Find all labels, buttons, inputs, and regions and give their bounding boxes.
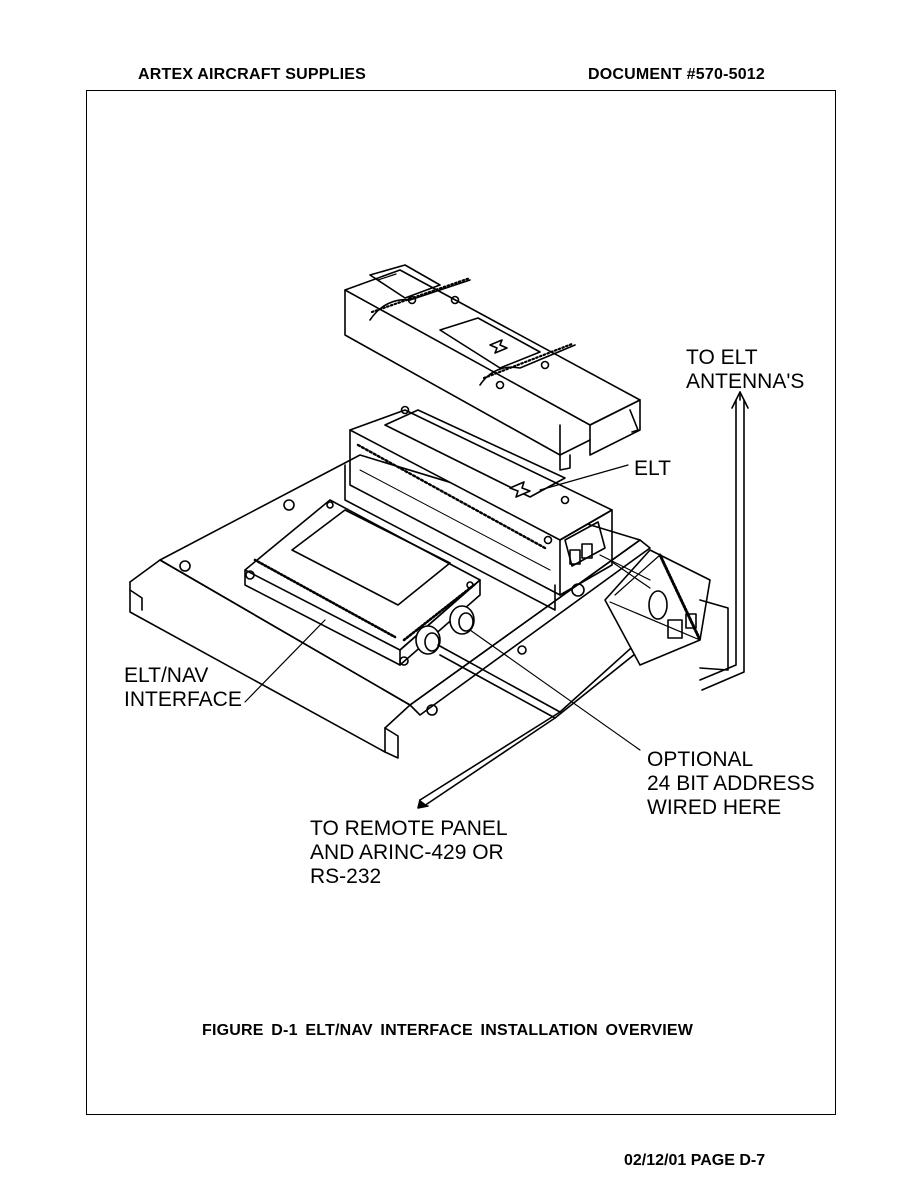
interface-box <box>244 499 481 666</box>
callout-line: OPTIONAL <box>647 748 754 771</box>
callout-line: ANTENNA'S <box>686 370 805 393</box>
callout-elt-nav-interface: ELT/NAV INTERFACE <box>124 664 242 712</box>
antenna-cable <box>699 391 749 691</box>
callout-line: AND ARINC-429 OR <box>310 841 504 864</box>
callout-line: 24 BIT ADDRESS <box>647 772 815 795</box>
elt-cover <box>344 264 641 471</box>
page-footer: 02/12/01 PAGE D-7 <box>624 1152 766 1169</box>
callout-optional-address: OPTIONAL 24 BIT ADDRESS WIRED HERE <box>647 748 815 820</box>
elt-unit <box>344 405 613 611</box>
connector-coil <box>599 549 711 666</box>
company-header: ARTEX AIRCRAFT SUPPLIES <box>138 66 367 83</box>
figure-caption: FIGURE D-1 ELT/NAV INTERFACE INSTALLATIO… <box>202 1022 694 1039</box>
callout-line: WIRED HERE <box>647 796 782 819</box>
callout-to-remote-panel: TO REMOTE PANEL AND ARINC-429 OR RS-232 <box>310 817 508 889</box>
figure-frame <box>86 90 836 1115</box>
address-leader <box>469 629 641 751</box>
elt-leader <box>539 464 629 491</box>
callout-elt: ELT <box>634 457 671 481</box>
callout-line: INTERFACE <box>124 688 242 711</box>
callout-line: ELT/NAV <box>124 664 209 687</box>
interface-leader <box>244 619 326 703</box>
callout-line: TO REMOTE PANEL <box>310 817 508 840</box>
callout-to-elt-antenna: TO ELT ANTENNA'S <box>686 346 804 394</box>
callout-line: ELT <box>634 457 671 480</box>
remote-panel-cable <box>417 639 641 809</box>
callout-line: TO ELT <box>686 346 758 369</box>
document-number: DOCUMENT #570-5012 <box>588 66 765 83</box>
callout-line: RS-232 <box>310 865 382 888</box>
